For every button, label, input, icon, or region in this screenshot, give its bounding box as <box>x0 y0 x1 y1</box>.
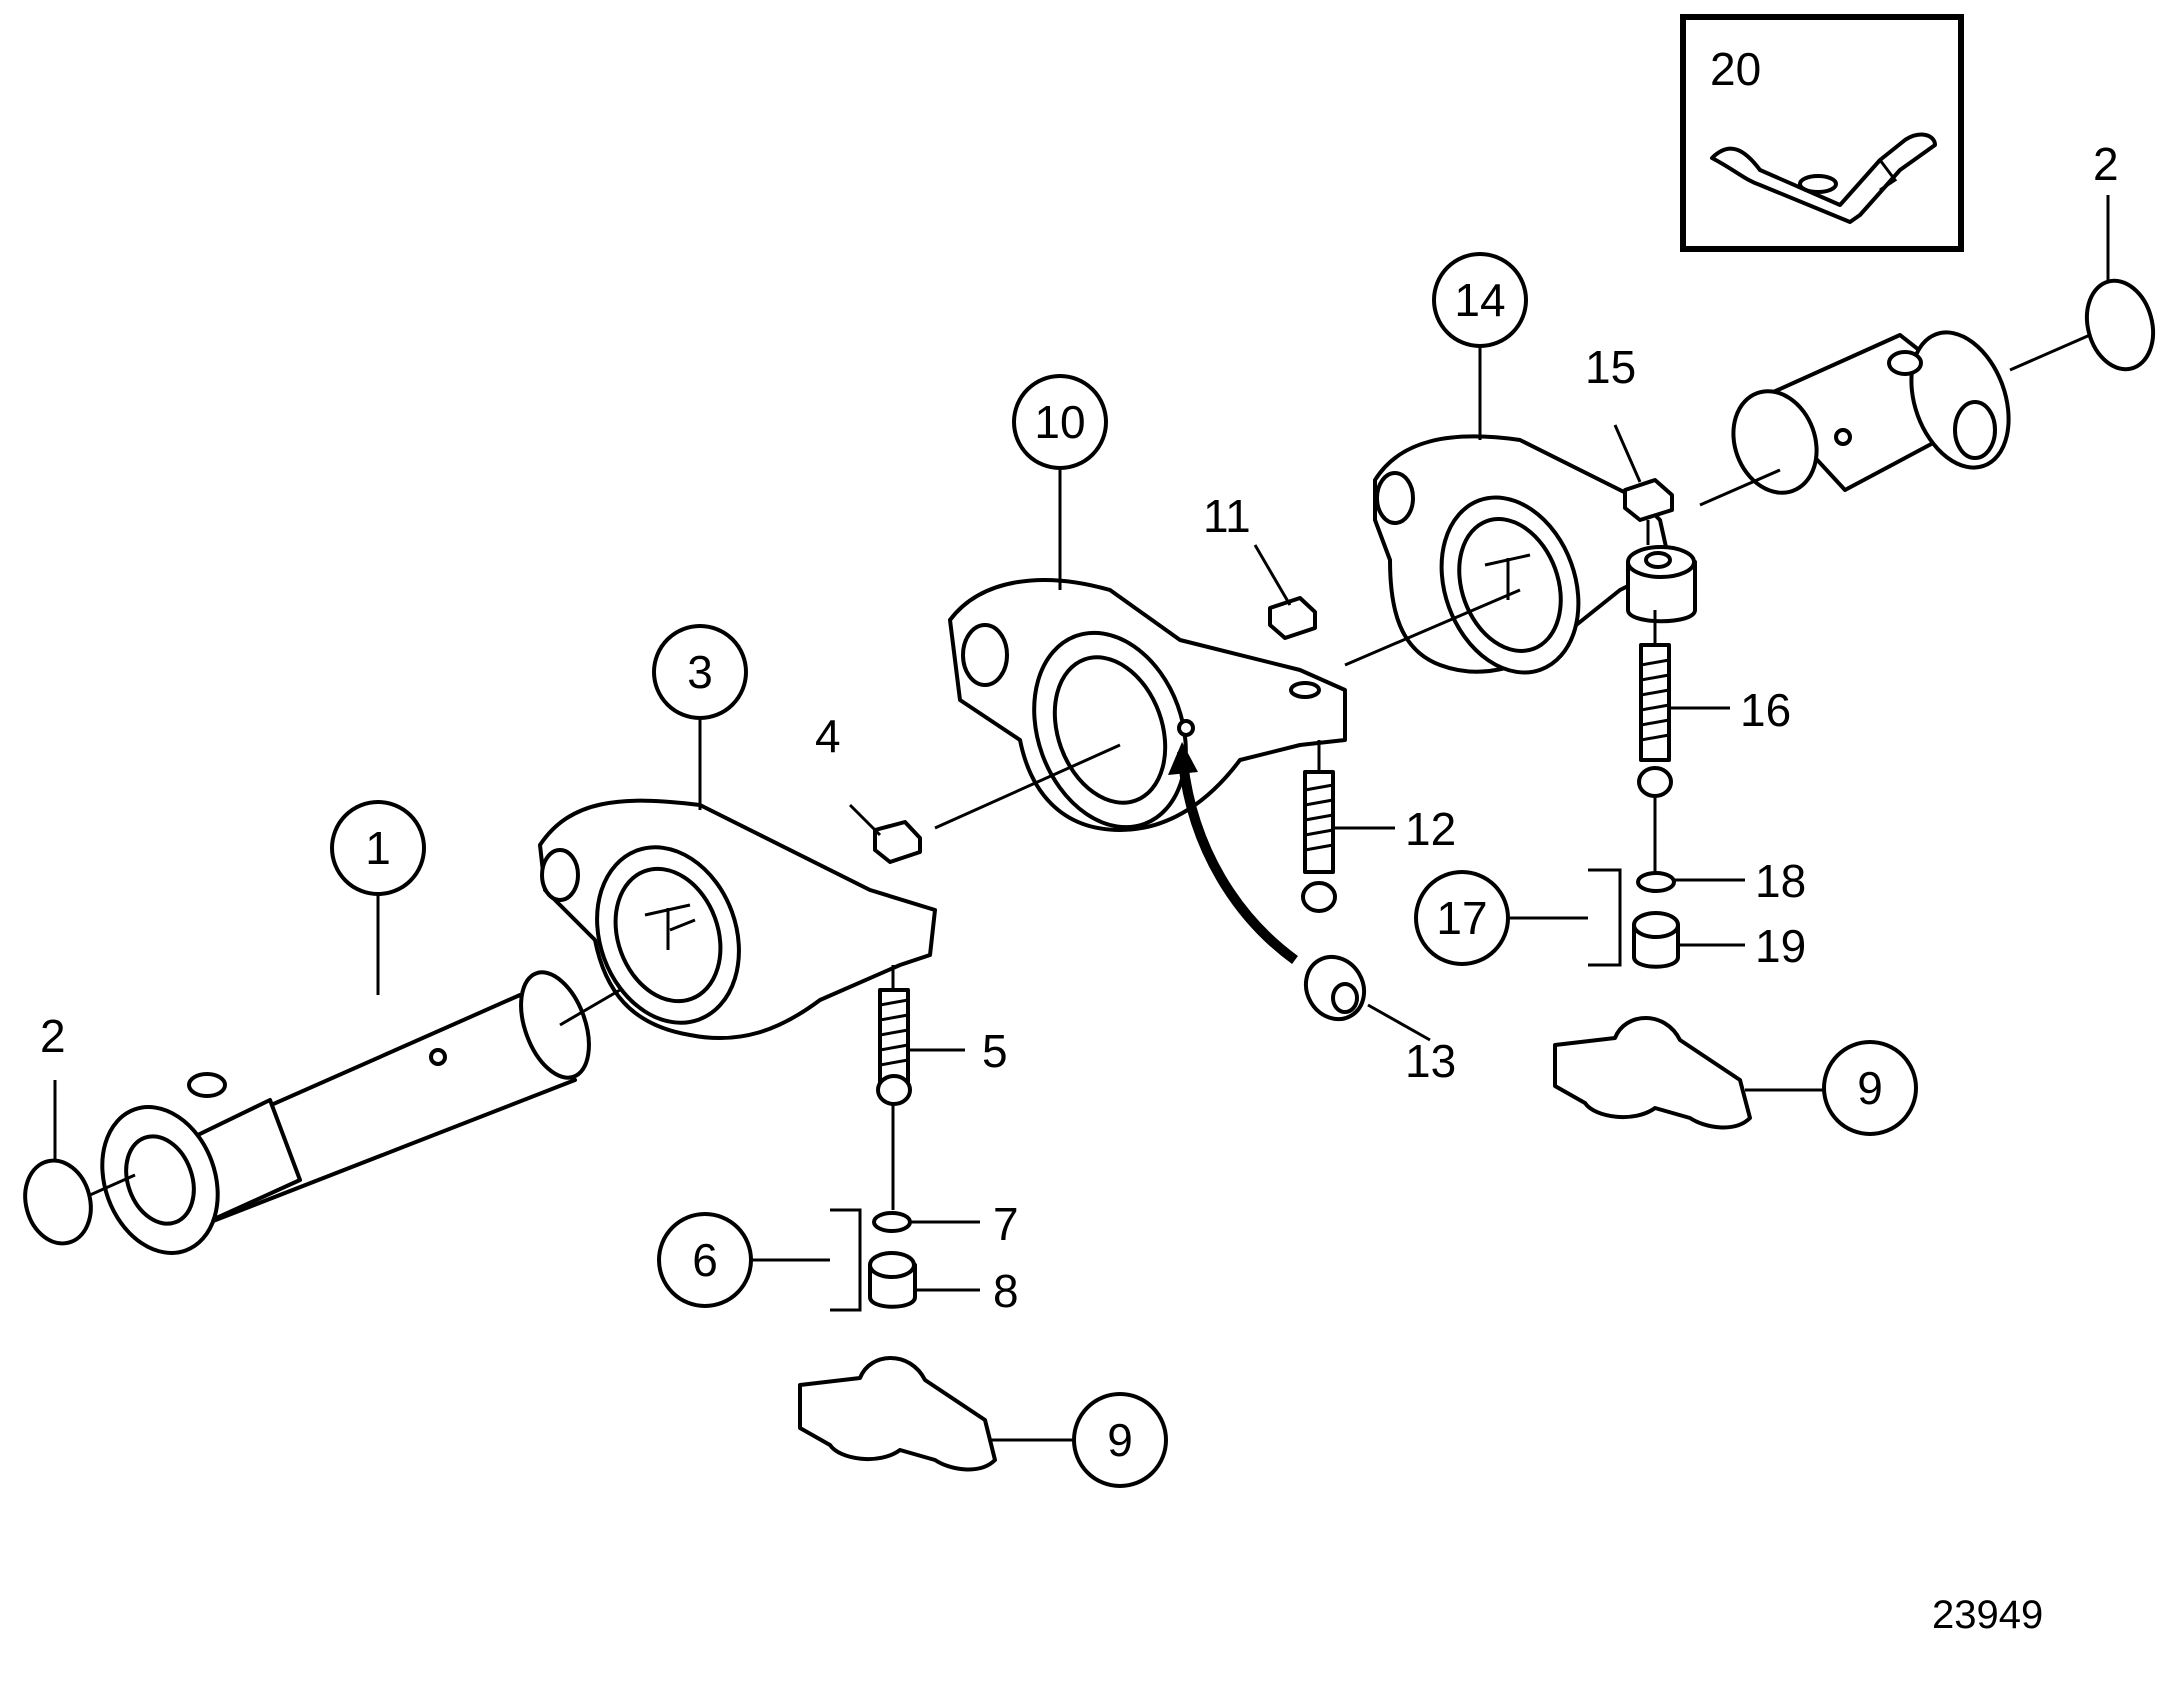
callout-14: 14 <box>1432 252 1528 348</box>
end-plug-left <box>23 1158 93 1246</box>
reference-number: 23949 <box>1932 1593 2043 1637</box>
adjusting-screw-left <box>876 988 912 1106</box>
inset-box: 20 <box>1680 14 1964 252</box>
label-2-right: 2 <box>2093 138 2119 190</box>
callout-9-right: 9 <box>1822 1040 1918 1136</box>
svg-text:3: 3 <box>687 646 713 698</box>
valve-bridge-right <box>1553 1016 1752 1130</box>
valve-cap-left <box>868 1251 917 1309</box>
inset-label: 20 <box>1710 43 1761 95</box>
svg-text:14: 14 <box>1454 274 1505 326</box>
callout-1: 1 <box>330 800 426 896</box>
label-18: 18 <box>1755 855 1806 907</box>
label-11: 11 <box>1203 490 1251 542</box>
adjusting-nut-right <box>1623 478 1674 522</box>
svg-text:10: 10 <box>1034 396 1085 448</box>
leader-lines <box>53 195 2110 1442</box>
label-2-left: 2 <box>40 1010 66 1062</box>
label-5: 5 <box>982 1025 1008 1077</box>
end-plug-right <box>2084 278 2156 372</box>
assembly-lines <box>89 333 2091 1210</box>
arrow-icon <box>1168 742 1298 965</box>
rocker-shaft <box>100 970 591 1255</box>
label-13: 13 <box>1405 1035 1456 1087</box>
rocker-shaft-right <box>1731 330 2011 495</box>
valve-bridge-left <box>798 1356 997 1472</box>
adjusting-nut-center <box>1268 596 1317 640</box>
label-12: 12 <box>1405 803 1456 855</box>
oil-plug <box>1303 954 1367 1022</box>
svg-text:17: 17 <box>1436 892 1487 944</box>
svg-text:6: 6 <box>692 1234 718 1286</box>
label-19: 19 <box>1755 920 1806 972</box>
svg-text:1: 1 <box>365 822 391 874</box>
label-4: 4 <box>815 710 841 762</box>
callout-3: 3 <box>652 624 748 720</box>
valve-cap-right <box>1632 911 1680 969</box>
callout-6: 6 <box>657 1212 753 1308</box>
adjuster-body-right <box>1626 545 1697 624</box>
svg-text:9: 9 <box>1857 1062 1883 1114</box>
label-7: 7 <box>993 1198 1019 1250</box>
adjusting-nut-left <box>873 820 922 864</box>
svg-text:9: 9 <box>1107 1414 1133 1466</box>
label-16: 16 <box>1740 684 1791 736</box>
label-8: 8 <box>993 1265 1019 1317</box>
callout-10: 10 <box>1012 374 1108 470</box>
rocker-arm-left <box>538 798 937 1040</box>
washer-right <box>1636 871 1676 893</box>
clip-bracket-icon <box>1710 132 1937 224</box>
adjusting-screw-center <box>1301 770 1337 913</box>
rocker-arm-right <box>1373 434 1672 675</box>
adjusting-screw-right <box>1637 643 1673 798</box>
label-15: 15 <box>1585 341 1636 393</box>
rocker-arm-center <box>948 578 1347 832</box>
washer-left <box>872 1211 912 1233</box>
callout-17: 17 <box>1414 870 1510 966</box>
callout-9-left: 9 <box>1072 1392 1168 1488</box>
